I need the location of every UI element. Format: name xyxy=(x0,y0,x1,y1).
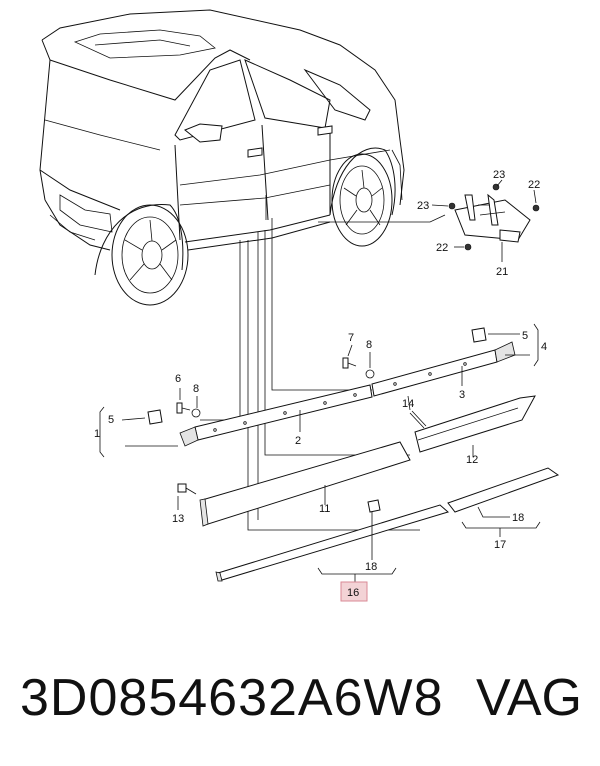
callout-1: 1 xyxy=(94,428,100,440)
callout-4: 4 xyxy=(541,341,547,353)
callout-22b: 22 xyxy=(436,242,448,254)
callout-3: 3 xyxy=(459,389,465,401)
footer: 3D0854632A6W8 VAG xyxy=(0,668,600,738)
bracket-assembly-21 xyxy=(431,179,540,262)
part-number: 3D0854632A6W8 xyxy=(20,669,444,727)
highlight-box-16 xyxy=(340,581,368,602)
callout-18a: 18 xyxy=(365,561,377,573)
door-strip-2-3 xyxy=(99,323,539,458)
callout-16: 16 xyxy=(347,587,359,599)
callout-8a: 8 xyxy=(193,383,199,395)
callout-14: 14 xyxy=(402,398,414,410)
callout-2: 2 xyxy=(295,435,301,447)
sill-strips xyxy=(215,467,560,585)
exploded-parts-diagram: 1 2 3 4 5 5 6 7 8 8 11 12 13 14 16 17 18… xyxy=(39,9,560,602)
brand-label: VAG xyxy=(476,669,582,727)
callout-7: 7 xyxy=(348,332,354,344)
callout-6: 6 xyxy=(175,373,181,385)
callout-22a: 22 xyxy=(528,179,540,191)
car-illustration xyxy=(39,9,405,306)
callouts: 1 2 3 4 5 5 6 7 8 8 11 12 13 14 16 17 18… xyxy=(94,169,547,599)
callout-13: 13 xyxy=(172,513,184,525)
callout-23b: 23 xyxy=(493,169,505,181)
callout-5a: 5 xyxy=(108,414,114,426)
door-strip-11-12 xyxy=(177,395,536,527)
callout-12: 12 xyxy=(466,454,478,466)
callout-17: 17 xyxy=(494,539,506,551)
callout-8b: 8 xyxy=(366,339,372,351)
callout-18b: 18 xyxy=(512,512,524,524)
callout-11: 11 xyxy=(319,503,330,515)
strip-holes xyxy=(213,362,467,432)
callout-23a: 23 xyxy=(417,200,429,212)
callout-5b: 5 xyxy=(522,330,528,342)
callout-21: 21 xyxy=(496,266,508,278)
